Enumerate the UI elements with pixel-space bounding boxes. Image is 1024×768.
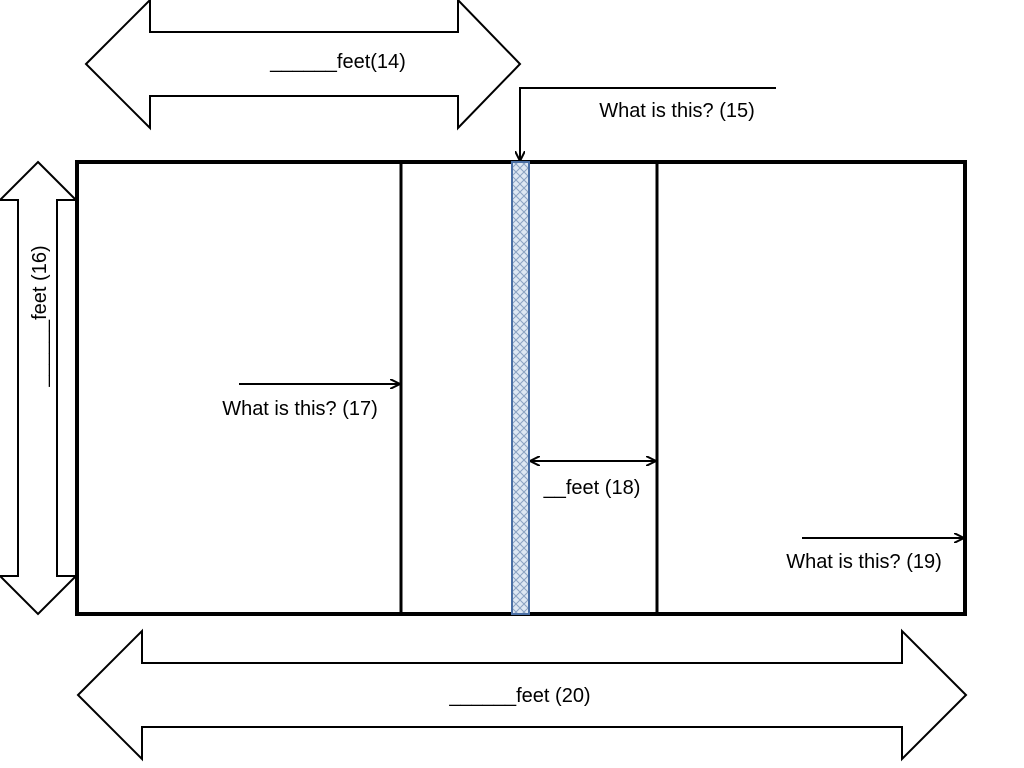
double-arrow-length-left xyxy=(0,160,79,616)
label-15: What is this? (15) xyxy=(599,100,755,122)
label-18: __feet (18) xyxy=(543,477,641,499)
double-arrow-length-bottom xyxy=(76,628,968,762)
pointer-15 xyxy=(520,87,776,160)
double-arrow-width-top xyxy=(84,0,522,131)
label-14: ______feet(14) xyxy=(269,51,406,73)
label-20: ______feet (20) xyxy=(448,685,590,707)
label-17: What is this? (17) xyxy=(222,398,378,420)
label-19: What is this? (19) xyxy=(786,551,942,573)
label-16: ______feet (16) xyxy=(29,245,51,387)
net xyxy=(511,161,530,615)
